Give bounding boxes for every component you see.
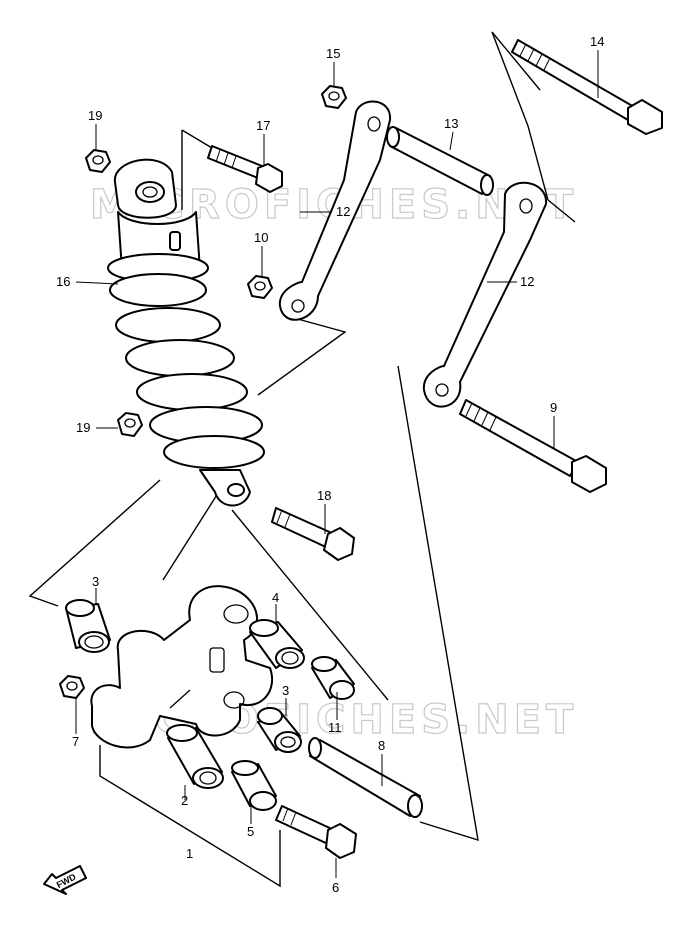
bolt-9: [459, 399, 607, 493]
spacer-8: [308, 737, 423, 818]
callout-15: 15: [326, 46, 340, 61]
callout-19-upper: 19: [88, 108, 102, 123]
callout-11: 11: [328, 720, 342, 735]
spacer-13: [386, 126, 494, 196]
callout-13: 13: [444, 116, 458, 131]
callout-9: 9: [550, 400, 557, 415]
spacer-5: [231, 760, 277, 811]
callout-10: 10: [254, 230, 268, 245]
callout-3-lower: 3: [282, 683, 289, 698]
callout-14: 14: [590, 34, 604, 49]
callout-8: 8: [378, 738, 385, 753]
nut-19-lower: [117, 412, 143, 437]
bolt-6: [275, 805, 357, 859]
callout-12-lower: 12: [520, 274, 534, 289]
nut-19-upper: [85, 149, 111, 173]
nut-7: [59, 675, 85, 699]
callout-12-upper: 12: [336, 204, 350, 219]
bearing-3-lower: [257, 707, 302, 753]
callout-16: 16: [56, 274, 70, 289]
bearing-4: [249, 619, 305, 669]
callout-7: 7: [72, 734, 79, 749]
leader-lines: [75, 50, 599, 878]
bearing-2: [166, 724, 224, 789]
callout-2: 2: [181, 793, 188, 808]
callout-17: 17: [256, 118, 270, 133]
callout-1: 1: [186, 846, 193, 861]
bolt-14: [511, 39, 663, 135]
callout-18: 18: [317, 488, 331, 503]
bearing-3-upper: [65, 599, 111, 653]
callout-19-lower: 19: [76, 420, 90, 435]
fwd-arrow-icon: FWD: [43, 865, 87, 895]
callout-6: 6: [332, 880, 339, 895]
link-rod-12-upper: [278, 100, 392, 321]
callout-4: 4: [272, 590, 279, 605]
callout-3-upper: 3: [92, 574, 99, 589]
rear-shock-absorber: [107, 158, 265, 507]
callout-5: 5: [247, 824, 254, 839]
assembly-group-lines: [28, 31, 576, 888]
nut-15: [321, 85, 347, 109]
bolt-18: [271, 507, 355, 561]
link-rod-12-lower: [422, 181, 548, 408]
bolt-17: [207, 145, 283, 193]
spacer-11: [311, 656, 355, 700]
nut-10: [247, 275, 273, 299]
callout-labels: 1 2 3 3 4 5 6 7 8 9 10 11 12 12 13 14 15…: [56, 34, 604, 895]
